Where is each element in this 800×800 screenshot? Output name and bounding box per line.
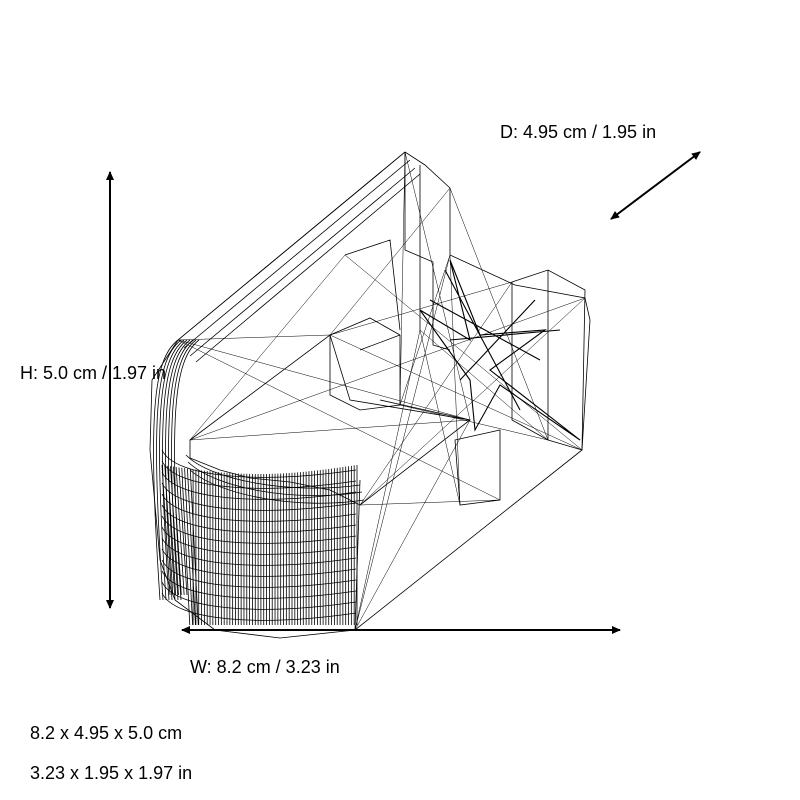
mesh-ring (161, 460, 357, 489)
mesh-edge (177, 339, 501, 501)
mesh-ring (161, 548, 357, 577)
mesh-ring (161, 449, 357, 478)
mesh-ring (161, 537, 357, 566)
mesh-edge (399, 404, 549, 441)
basin-rim (185, 454, 365, 504)
mesh-edge (359, 297, 586, 506)
wireframe-model (149, 151, 591, 639)
mesh-edge (329, 334, 583, 451)
mesh-edge (449, 187, 549, 441)
mesh-ring (161, 471, 357, 500)
mesh-ring (161, 504, 357, 533)
mesh-edge (344, 254, 583, 451)
mesh-edge (419, 329, 549, 441)
mesh-edge (354, 254, 451, 631)
mesh-edge (177, 339, 471, 421)
mesh-edge (329, 187, 451, 336)
mesh-edge (189, 297, 586, 441)
mesh-ring (161, 559, 357, 588)
mesh-ring (159, 339, 185, 601)
mesh-triangulation (177, 151, 586, 631)
mesh-edge (189, 254, 346, 441)
mesh-ring (162, 339, 188, 601)
mesh-edge (419, 329, 461, 506)
mesh-edge (399, 254, 451, 406)
mesh-edge (359, 499, 501, 506)
mesh-edge (354, 329, 421, 631)
mesh-edge (177, 334, 331, 341)
mesh-edge (329, 281, 513, 336)
inner-boxes (329, 239, 501, 631)
curved-front-wall (153, 339, 358, 626)
summary-imperial: 3.23 x 1.95 x 1.97 in (30, 763, 192, 783)
top-rim (177, 151, 421, 363)
height-label: H: 5.0 cm / 1.97 in (20, 363, 166, 383)
mesh-ring (165, 339, 191, 601)
mesh-edge (181, 467, 191, 626)
mesh-edge (399, 151, 406, 406)
mesh-ring (161, 515, 357, 544)
mesh-ring (161, 482, 357, 511)
mesh-ring (161, 493, 357, 522)
mesh-ring (156, 339, 182, 601)
mesh-ring (171, 339, 197, 601)
mesh-edge (354, 419, 471, 631)
left-column (404, 152, 451, 351)
mesh-ring (161, 581, 357, 610)
summary-metric: 8.2 x 4.95 x 5.0 cm (30, 723, 182, 743)
mesh-ring (174, 339, 200, 601)
star-artifact (419, 259, 581, 441)
depth-arrow (610, 151, 701, 220)
width-label: W: 8.2 cm / 3.23 in (190, 657, 340, 677)
mesh-ring (153, 339, 179, 601)
depth-label: D: 4.95 cm / 1.95 in (500, 122, 656, 142)
mesh-edge (359, 281, 513, 506)
inner-basin (189, 334, 471, 506)
mesh-ring (161, 570, 357, 599)
mesh-edge (189, 419, 471, 441)
mesh-edge (449, 254, 461, 506)
mesh-edge (184, 468, 194, 626)
mesh-ring (161, 526, 357, 555)
mesh-ring (161, 592, 357, 621)
mesh-edge (178, 467, 188, 596)
mesh-edge (404, 151, 471, 421)
mesh-ring (168, 339, 194, 601)
